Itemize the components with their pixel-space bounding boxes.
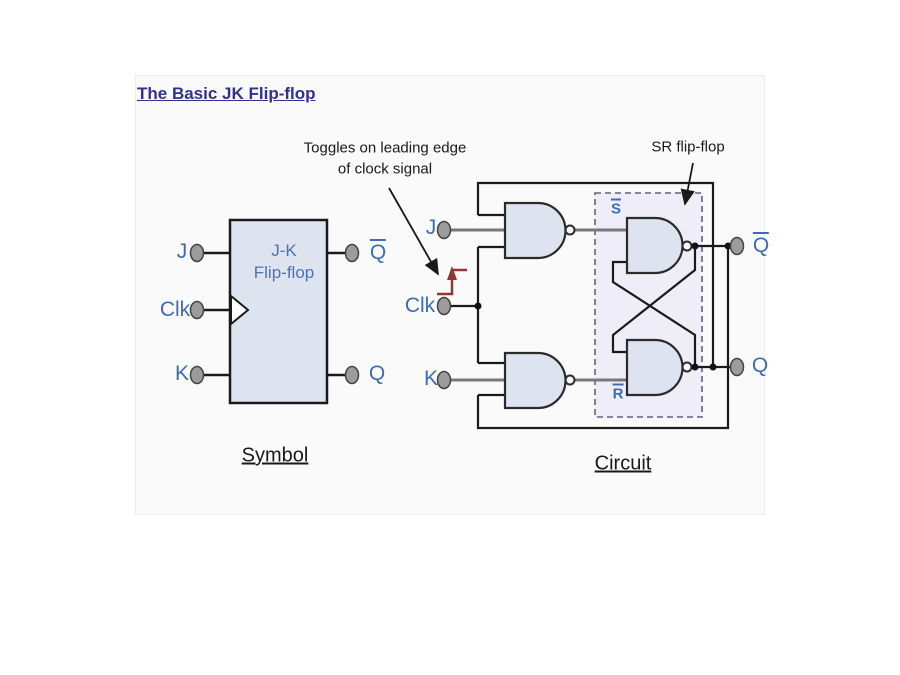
circuit-k-label: K	[423, 367, 439, 390]
symbol-k-terminal	[189, 365, 205, 385]
nand-gate-s	[625, 216, 684, 275]
nand-gate-j	[503, 201, 567, 260]
q-junction-dot2	[709, 363, 717, 371]
circuit-clk-label: Clk	[404, 294, 436, 317]
symbol-caption: Symbol	[241, 444, 309, 467]
circuit-j-terminal	[436, 220, 452, 240]
circuit-qbar-terminal	[729, 236, 745, 256]
nand-s-bubble	[681, 240, 693, 252]
symbol-k-label: K	[174, 362, 190, 385]
nand-gate-r	[625, 338, 684, 397]
rbar-label: R	[612, 383, 624, 403]
symbol-clk-label: Clk	[159, 298, 191, 321]
toggle-annotation-line2: of clock signal	[337, 160, 433, 178]
rising-edge-arrowhead-icon	[447, 266, 457, 280]
circuit-q-terminal	[729, 357, 745, 377]
nand-k-bubble	[564, 374, 576, 386]
qbar-junction-dot1	[691, 242, 699, 250]
symbol-qbar-label: Q	[369, 239, 387, 264]
circuit-q-label: Q	[751, 354, 769, 377]
jk-circuit-drawing	[388, 162, 745, 430]
symbol-clk-terminal	[189, 300, 205, 320]
symbol-qbar-terminal	[344, 243, 360, 263]
symbol-q-label: Q	[368, 362, 386, 385]
clock-edge-triangle-icon	[230, 293, 250, 327]
q-feedback-outer-wire	[476, 181, 715, 367]
nand-gate-k	[503, 351, 567, 410]
nand-r-bubble	[681, 361, 693, 373]
q-junction-dot1	[691, 363, 699, 371]
qbar-cross-coupling-wire	[611, 246, 697, 354]
clk-junction-dot	[474, 302, 482, 310]
qbar-junction-dot2	[724, 242, 732, 250]
jk-symbol-drawing	[189, 218, 360, 405]
symbol-q-terminal	[344, 365, 360, 385]
q-cross-coupling-wire	[611, 260, 697, 367]
page-title: The Basic JK Flip-flop	[137, 84, 316, 103]
circuit-j-label: J	[425, 216, 437, 239]
toggle-annotation-arrow	[388, 187, 439, 276]
symbol-block-title-line2: Flip-flop	[253, 263, 315, 282]
circuit-caption: Circuit	[594, 452, 652, 475]
sbar-label: S	[610, 198, 622, 218]
symbol-j-label: J	[176, 240, 188, 263]
sr-annotation-arrow	[680, 162, 695, 206]
nand-j-bubble	[564, 224, 576, 236]
circuit-qbar-label: Q	[752, 232, 770, 257]
symbol-block-title-line1: J-K	[271, 241, 297, 260]
rising-edge-icon	[437, 268, 467, 296]
symbol-j-terminal	[189, 243, 205, 263]
qbar-feedback-outer-wire	[476, 246, 730, 430]
circuit-clk-terminal	[436, 296, 452, 316]
circuit-k-terminal	[436, 370, 452, 390]
sr-flipflop-annotation: SR flip-flop	[651, 138, 725, 156]
toggle-annotation-line1: Toggles on leading edge	[303, 139, 467, 157]
